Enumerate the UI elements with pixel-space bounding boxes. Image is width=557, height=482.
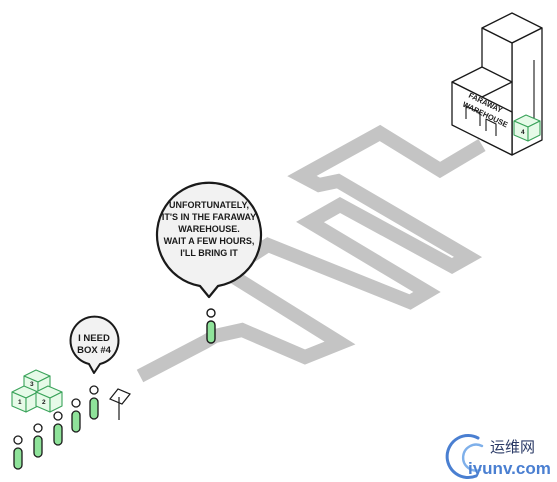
customer-4-head <box>33 423 43 433</box>
box-1 <box>11 385 39 413</box>
customer-4 <box>33 423 43 458</box>
customer-1-body <box>89 397 99 420</box>
box-4-right-face <box>527 120 541 142</box>
customer-bubble-shape <box>69 315 120 374</box>
customer-bubble-line-1: I NEED <box>78 333 110 344</box>
worker-bubble-line-1: UNFORTUNATELY, <box>169 200 249 210</box>
customer-5-head <box>13 435 23 445</box>
worker-figure <box>206 308 216 344</box>
customer-3 <box>53 411 63 446</box>
worker-body <box>206 320 216 344</box>
worker-bubble-line-2: IT'S IN THE FARAWAY <box>162 212 256 222</box>
box-stack <box>11 369 63 413</box>
sign-panel <box>109 388 131 405</box>
watermark-logo-icon <box>445 434 484 480</box>
worker-speech-bubble: UNFORTUNATELY, IT'S IN THE FARAWAY WAREH… <box>155 181 263 299</box>
box-2-label: 2 <box>42 399 46 406</box>
worker-bubble-line-5: I'LL BRING IT <box>180 248 238 258</box>
customer-queue <box>13 385 99 470</box>
customer-4-body <box>33 435 43 458</box>
box-4 <box>513 114 541 142</box>
watermark-chinese: 运维网 <box>490 438 535 456</box>
watermark: 运维网 iyunv.com <box>445 434 551 480</box>
box-2 <box>35 385 63 413</box>
front-window <box>485 118 497 136</box>
customer-1 <box>89 385 99 420</box>
customer-2 <box>71 398 81 433</box>
customer-5-body <box>13 447 23 470</box>
front-face <box>451 81 513 156</box>
box-2-right-face <box>49 391 63 413</box>
box-3-label: 3 <box>30 381 34 388</box>
path-stroke <box>136 124 486 383</box>
front-door <box>465 105 481 126</box>
customer-bubble-line-2: BOX #4 <box>77 345 112 356</box>
customer-3-body <box>53 423 63 446</box>
watermark-arc-outer <box>445 434 480 480</box>
watermark-arc-inner <box>461 443 484 472</box>
watermark-domain: iyunv.com <box>468 459 551 478</box>
customer-3-head <box>53 411 63 421</box>
customer-2-head <box>71 398 81 408</box>
worker-bubble-line-4: WAIT A FEW HOURS, <box>164 236 255 246</box>
worker-bubble-line-3: WAREHOUSE. <box>178 224 240 234</box>
box-1-label: 1 <box>18 399 22 406</box>
worker-bubble-shape <box>155 181 263 299</box>
winding-path <box>136 124 486 383</box>
box-4-label: 4 <box>521 129 525 136</box>
customer-1-head <box>89 385 99 395</box>
sign-post <box>109 388 131 420</box>
customer-2-body <box>71 410 81 433</box>
worker-head <box>206 308 216 318</box>
customer-speech-bubble: I NEED BOX #4 <box>69 315 120 374</box>
customer-5 <box>13 435 23 470</box>
